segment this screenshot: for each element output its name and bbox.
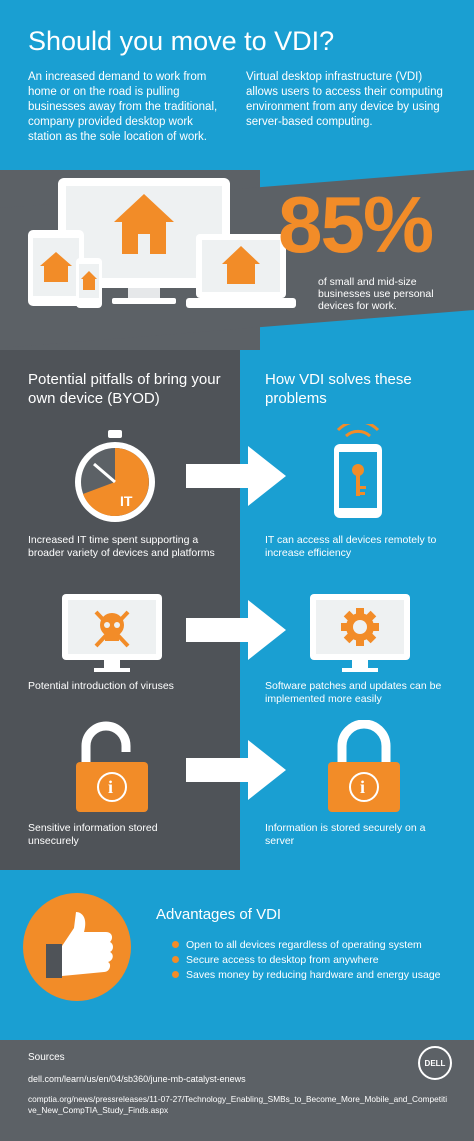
solution-text-1: IT can access all devices remotely to in…: [265, 534, 437, 559]
advantages-list: Open to all devices regardless of operat…: [172, 938, 462, 983]
phone-key-icon: [334, 424, 382, 518]
arrow-icon: [186, 446, 286, 506]
stopwatch-icon: IT: [75, 430, 155, 522]
pitfall-text-1: Increased IT time spent supporting a bro…: [28, 534, 215, 559]
solutions-heading: How VDI solves these problems: [265, 371, 412, 407]
arrow-icon: [186, 740, 286, 800]
pitfall-text-2: Potential introduction of viruses: [28, 680, 174, 692]
unlocked-padlock-icon: i: [76, 721, 148, 812]
stat-value: 85%: [278, 180, 434, 269]
stat-caption: of small and mid-size businesses use per…: [318, 276, 434, 312]
source-link-1[interactable]: dell.com/learn/us/en/04/sb360/june-mb-ca…: [28, 1074, 246, 1084]
source-link-2[interactable]: comptia.org/news/pressreleases/11-07-27/…: [28, 1094, 448, 1115]
intro-right: Virtual desktop infrastructure (VDI) all…: [246, 71, 443, 128]
intro-left: An increased demand to work from home or…: [28, 71, 218, 143]
advantages-heading: Advantages of VDI: [156, 906, 282, 923]
list-item: Open to all devices regardless of operat…: [172, 938, 462, 953]
skull-icon: [94, 610, 130, 648]
gear-icon: [341, 608, 379, 646]
house-icon: [114, 194, 174, 254]
gear-monitor-icon: [310, 594, 410, 672]
dell-logo-text: DELL: [424, 1058, 446, 1068]
arrow-icon: [186, 600, 286, 660]
tablet-icon: [28, 230, 84, 306]
info-label: i: [108, 777, 113, 797]
pitfalls-heading: Potential pitfalls of bring your own dev…: [28, 371, 221, 407]
list-item: Secure access to desktop from anywhere: [172, 953, 462, 968]
stopwatch-label: IT: [120, 493, 133, 509]
page-title: Should you move to VDI?: [28, 26, 335, 56]
locked-padlock-icon: i: [328, 720, 400, 812]
phone-icon: [76, 258, 102, 308]
list-item: Saves money by reducing hardware and ene…: [172, 968, 462, 983]
info-label: i: [360, 777, 365, 797]
pitfall-text-3: Sensitive information stored unsecurely: [28, 822, 158, 847]
thumbs-up-icon: [23, 893, 131, 1001]
laptop-icon: [186, 234, 296, 308]
solution-text-3: Information is stored securely on a serv…: [265, 822, 426, 847]
header-section: [0, 0, 474, 172]
solution-text-2: Software patches and updates can be impl…: [265, 680, 442, 705]
sources-section: [0, 1040, 474, 1141]
house-icon: [222, 246, 260, 284]
skull-monitor-icon: [62, 594, 162, 672]
dell-logo: DELL: [418, 1046, 452, 1080]
house-icon: [40, 252, 72, 282]
sources-label: Sources: [28, 1052, 65, 1063]
